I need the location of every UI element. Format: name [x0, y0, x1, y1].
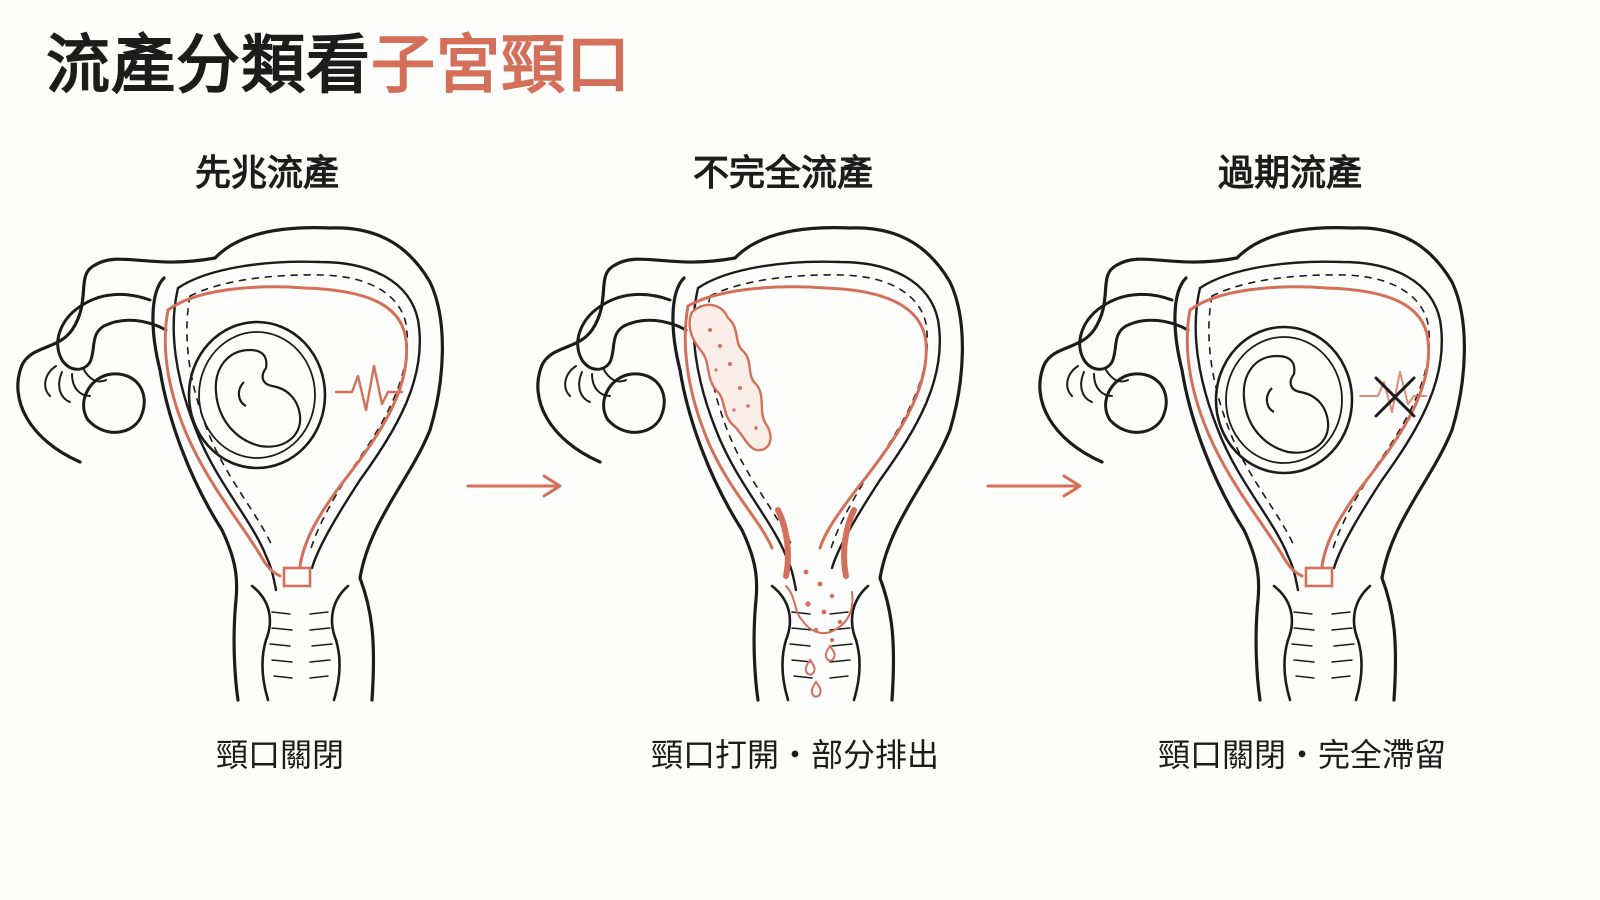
- fetus: [1242, 354, 1330, 454]
- panel-heading-threatened: 先兆流產: [194, 153, 339, 194]
- fetus: [214, 348, 302, 448]
- caption-incomplete: 頸口打開・部分排出: [650, 736, 939, 774]
- blood-drops: [804, 644, 836, 698]
- uterus-threatened: [16, 226, 445, 702]
- no-heartbeat-icon: [1374, 376, 1416, 418]
- panel-heading-missed: 過期流產: [1217, 153, 1362, 194]
- gestational-sac: [187, 320, 327, 470]
- page-title: 流產分類看子宮頸口: [46, 28, 631, 105]
- caption-missed: 頸口關閉・完全滯留: [1157, 736, 1446, 774]
- uterus-incomplete: [536, 226, 965, 702]
- title-main: 流產分類看: [46, 29, 371, 103]
- tissue-mass: [688, 303, 772, 452]
- heartbeat-icon: [334, 364, 404, 412]
- caption-threatened: 頸口關閉: [215, 736, 344, 774]
- gestational-sac: [1214, 325, 1354, 475]
- endometrium-outline: [163, 285, 409, 578]
- uterus-missed: [1038, 226, 1467, 702]
- arrow-right-icon: [986, 474, 1082, 498]
- title-accent: 子宮頸口: [371, 29, 631, 103]
- flatline-icon: [1359, 371, 1427, 413]
- cervix-closed: [282, 566, 312, 588]
- endometrium-outline: [683, 285, 928, 550]
- cervix-open: [775, 507, 857, 579]
- endometrium-outline: [1185, 285, 1431, 578]
- cervix-closed: [1304, 566, 1334, 588]
- tissue-dots: [708, 328, 843, 642]
- panel-heading-incomplete: 不完全流產: [692, 153, 873, 194]
- arrow-right-icon: [466, 474, 562, 498]
